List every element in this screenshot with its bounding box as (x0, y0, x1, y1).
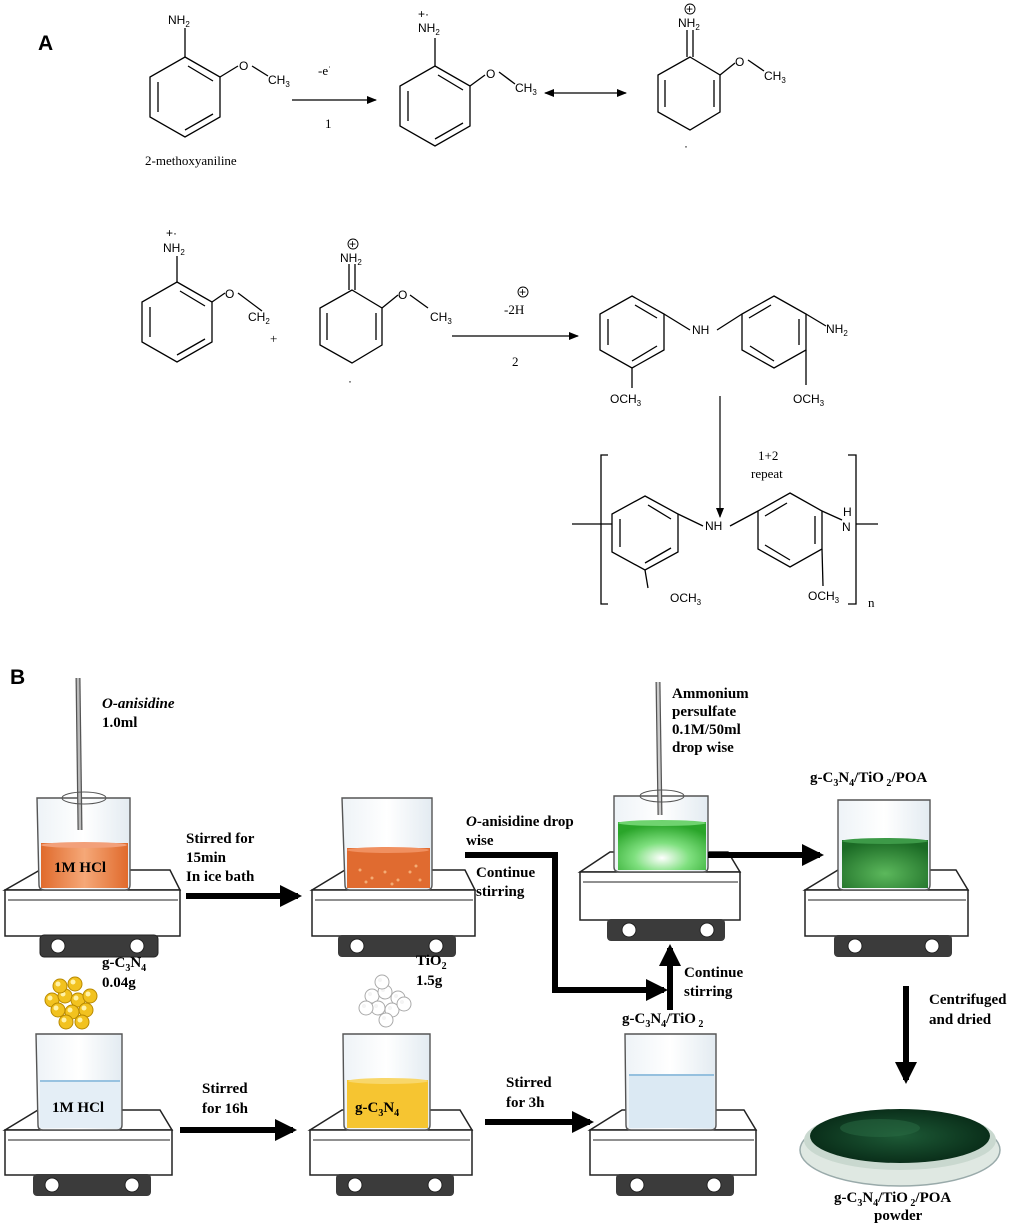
svg-text:CH3: CH3 (515, 81, 537, 97)
svg-text:NH2: NH2 (340, 251, 362, 267)
svg-text:O: O (486, 67, 495, 81)
iminium-radical-molecule: + NH2 O CH3 · (657, 2, 786, 153)
gcn-label: g-C3N4 (102, 955, 146, 974)
proton-charge: + (519, 285, 526, 299)
gcn-amount: 0.04g (102, 975, 136, 991)
tio2-amount: 1.5g (416, 973, 443, 989)
beaker5-text: 1M HCl (52, 1100, 104, 1116)
svg-text:+: + (686, 2, 693, 16)
aps-line-4: drop wise (672, 740, 734, 756)
panel-b-label: B (10, 666, 25, 689)
beaker6-text: g-C3N4 (355, 1100, 399, 1119)
svg-text:CH2: CH2 (248, 310, 270, 326)
powder-label-2: powder (874, 1208, 923, 1224)
svg-text:H: H (843, 505, 852, 519)
dropwise-label-1: O-anisidine drop (466, 814, 574, 830)
svg-text:·: · (684, 139, 688, 153)
dropwise-label-2: wise (466, 833, 494, 849)
stirrer-station-6 (307, 974, 474, 1196)
svg-text:NH2: NH2 (826, 322, 848, 338)
polymer-molecule: NH H N OCH3 OCH3 (572, 454, 878, 607)
beaker1-text: 1M HCl (54, 860, 106, 876)
step1-number: 1 (325, 116, 332, 131)
step-16h-line-2: for 16h (202, 1101, 249, 1117)
centrifuge-line-2: and dried (929, 1012, 992, 1028)
aps-line-3: 0.1M/50ml (672, 722, 741, 738)
svg-text:+·: +· (418, 7, 429, 21)
svg-text:OCH3: OCH3 (793, 392, 825, 408)
step-3h-line-2: for 3h (506, 1095, 545, 1111)
stirrer-station-1 (2, 677, 182, 958)
svg-text:OCH3: OCH3 (670, 591, 702, 607)
composite-label: g-C3N4/TiO 2 (622, 1011, 703, 1030)
stirrer-station-4 (802, 799, 970, 957)
svg-text:+·: +· (166, 226, 177, 240)
radical-cation-molecule: +· NH2 O CH3 (399, 7, 537, 147)
tio2-label: TiO2 (416, 953, 447, 972)
svg-text:NH2: NH2 (678, 16, 700, 32)
step-3h-line-1: Stirred (506, 1075, 552, 1091)
stirrer-station-7 (587, 1033, 758, 1196)
proton-charge-circle (517, 286, 529, 298)
dimer-molecule: NH NH2 OCH3 OCH3 (599, 295, 848, 408)
step2-reagent: -2H (504, 302, 524, 317)
product-label: g-C3N4/TiO 2/POA (810, 770, 927, 789)
svg-text:O: O (735, 55, 744, 69)
anisidine-name: O-anisidine (102, 696, 175, 712)
polymer-subscript: n (868, 595, 875, 610)
svg-text:NH2: NH2 (168, 13, 190, 29)
stirrer-station-5 (2, 976, 174, 1196)
svg-text:N: N (842, 520, 851, 534)
svg-text:O: O (398, 288, 407, 302)
aps-line-1: Ammonium (672, 686, 749, 702)
repeat-label: 1+2 (758, 448, 778, 463)
continue-stirring-2b: stirring (684, 984, 733, 1000)
continue-stirring-1b: stirring (476, 884, 525, 900)
svg-text:NH2: NH2 (163, 241, 185, 257)
step1-line-1: Stirred for (186, 831, 255, 847)
plus-sign: + (270, 331, 277, 346)
powder-dish (799, 1109, 1001, 1187)
step2-number: 2 (512, 354, 519, 369)
svg-text:NH2: NH2 (418, 21, 440, 37)
anisidine-amount: 1.0ml (102, 715, 137, 731)
svg-text:OCH3: OCH3 (808, 589, 840, 605)
methoxyaniline-molecule: NH2 O CH3 (149, 13, 290, 138)
step1-line-3: In ice bath (186, 869, 255, 885)
svg-text:·: · (348, 374, 352, 388)
svg-text:CH3: CH3 (764, 69, 786, 85)
monomer-name: 2-methoxyaniline (145, 153, 237, 168)
svg-text:O: O (225, 287, 234, 301)
dropwise-connector (465, 852, 652, 993)
reactant-iminium-radical: + NH2 O CH3 · (319, 237, 452, 388)
stirrer-station-2 (309, 797, 477, 957)
stirrer-station-3 (577, 681, 742, 941)
svg-text:OCH3: OCH3 (610, 392, 642, 408)
continue-stirring-2a: Continue (684, 965, 744, 981)
step1-line-2: 15min (186, 850, 227, 866)
continue-stirring-1a: Continue (476, 865, 536, 881)
svg-text:NH: NH (705, 519, 722, 533)
step-16h-line-1: Stirred (202, 1081, 248, 1097)
reactant-radical-cation: +· NH2 O CH2 (141, 226, 270, 363)
svg-text:NH: NH (692, 323, 709, 337)
step1-reagent: -e· (318, 63, 331, 78)
powder-label-1: g-C3N4/TiO 2/POA (834, 1190, 951, 1209)
svg-text:CH3: CH3 (268, 73, 290, 89)
svg-text:+: + (349, 237, 356, 251)
centrifuge-line-1: Centrifuged (929, 992, 1007, 1008)
panel-a-label: A (38, 32, 53, 55)
aps-line-2: persulfate (672, 704, 736, 720)
svg-text:CH3: CH3 (430, 310, 452, 326)
repeat-word: repeat (751, 466, 783, 481)
svg-text:O: O (239, 59, 248, 73)
